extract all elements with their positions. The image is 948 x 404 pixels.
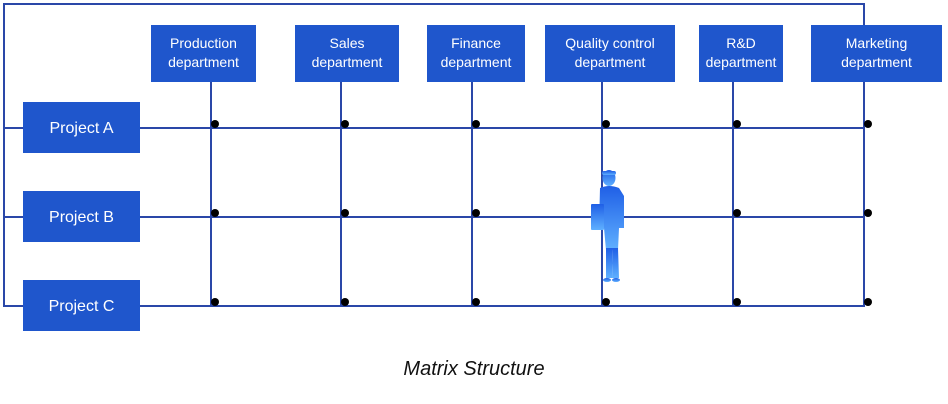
intersection-dot — [472, 209, 480, 217]
department-box: Finance department — [427, 25, 525, 82]
intersection-dot — [341, 209, 349, 217]
department-box: R&D department — [699, 25, 783, 82]
project-box: Project A — [23, 102, 140, 153]
intersection-dot — [211, 120, 219, 128]
intersection-dot — [864, 209, 872, 217]
project-box: Project C — [23, 280, 140, 331]
intersection-dot — [602, 120, 610, 128]
department-label: Finance — [451, 35, 501, 51]
project-label: Project C — [49, 298, 115, 315]
intersection-dot — [733, 298, 741, 306]
department-label-line2: department — [706, 54, 777, 70]
project-box: Project B — [23, 191, 140, 242]
intersection-dot — [472, 298, 480, 306]
department-label-line2: department — [312, 54, 383, 70]
department-box: Marketing department — [811, 25, 942, 82]
intersection-dot — [733, 209, 741, 217]
department-label: Production — [170, 35, 237, 51]
diagram-caption: Matrix Structure — [403, 358, 545, 380]
department-label-line2: department — [168, 54, 239, 70]
project-label: Project A — [49, 120, 113, 137]
department-box: Sales department — [295, 25, 399, 82]
department-label-line2: department — [575, 54, 646, 70]
project-label: Project B — [49, 209, 114, 226]
department-label: Quality control — [565, 35, 654, 51]
intersection-dot — [341, 120, 349, 128]
intersection-dot — [211, 209, 219, 217]
person-silhouette-icon — [591, 170, 624, 282]
intersection-dot — [602, 298, 610, 306]
intersection-dots — [211, 120, 872, 306]
intersection-dot — [733, 120, 741, 128]
department-boxes: ProductiondepartmentSalesdepartmentFinan… — [151, 25, 942, 82]
department-label-line2: department — [441, 54, 512, 70]
intersection-dot — [341, 298, 349, 306]
intersection-dot — [864, 120, 872, 128]
project-boxes: Project A Project B Project C — [23, 102, 140, 331]
department-box: Production department — [151, 25, 256, 82]
department-box: Quality control department — [545, 25, 675, 82]
intersection-dot — [211, 298, 219, 306]
department-label-line2: department — [841, 54, 912, 70]
intersection-dot — [864, 298, 872, 306]
department-label: R&D — [726, 35, 756, 51]
department-label: Marketing — [846, 35, 907, 51]
intersection-dot — [472, 120, 480, 128]
department-label: Sales — [329, 35, 364, 51]
